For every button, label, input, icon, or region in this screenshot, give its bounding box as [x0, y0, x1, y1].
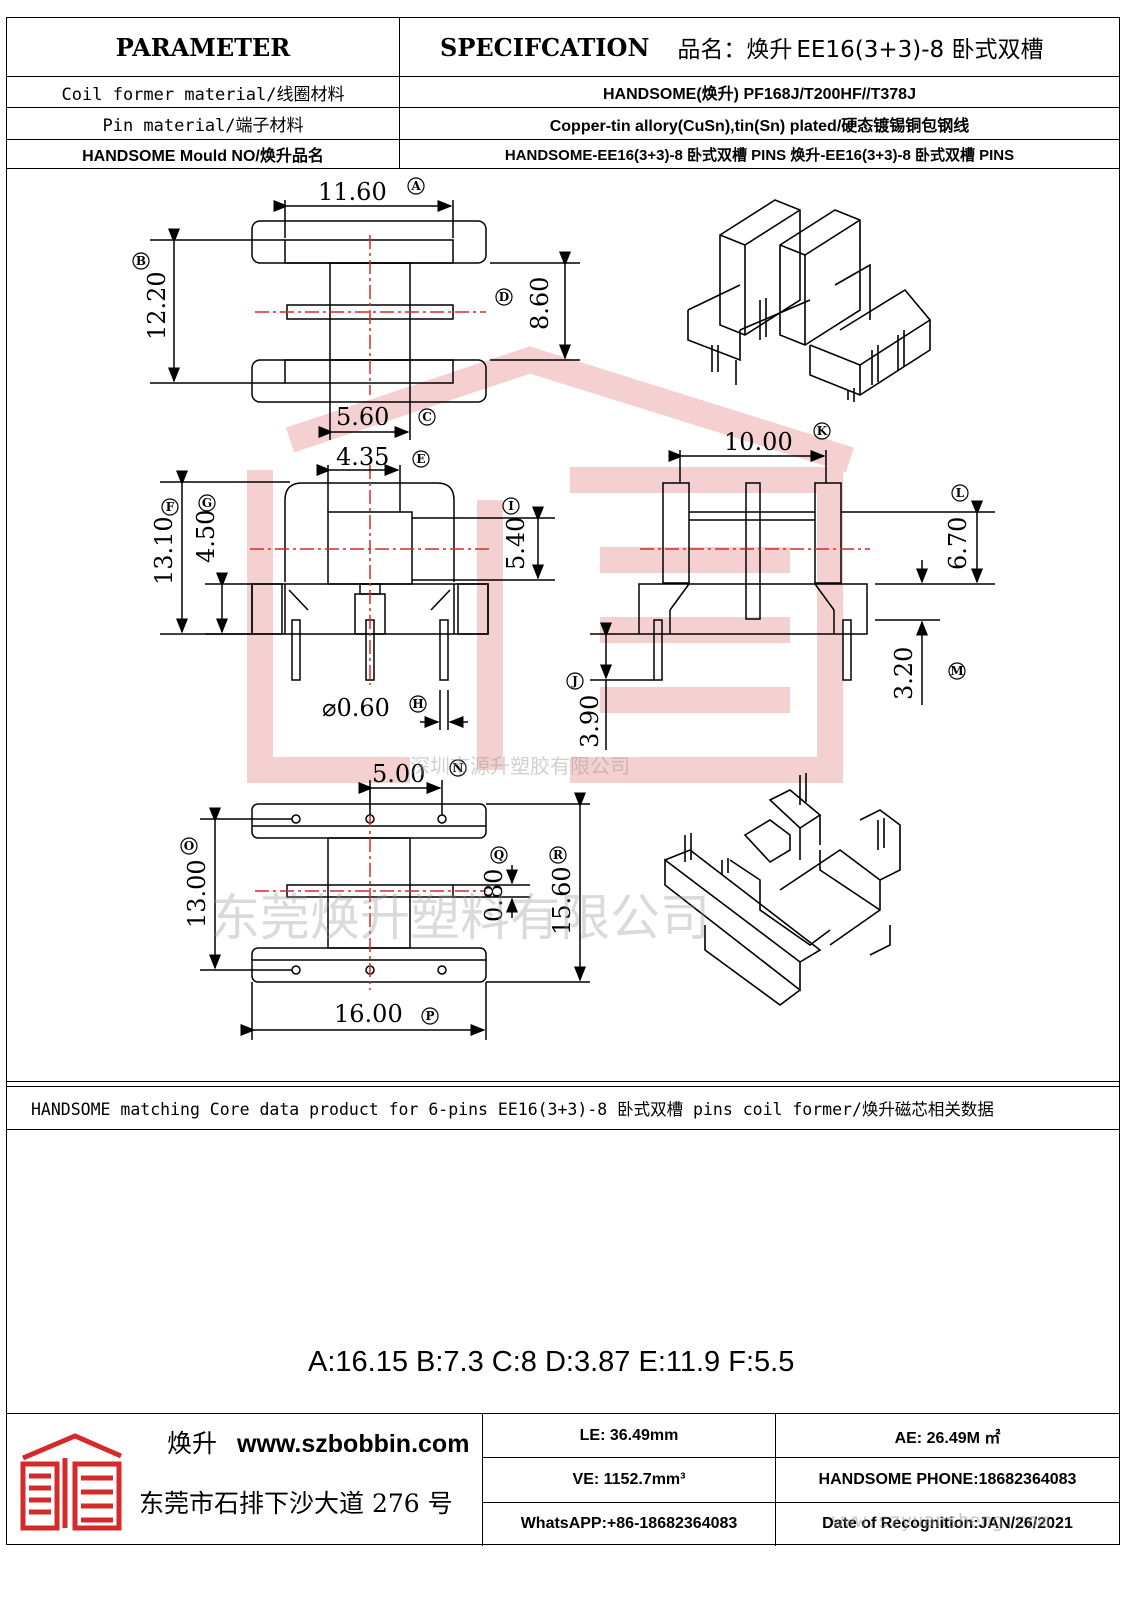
- specification-header: SPECIFCATION 品名：焕升 EE16(3+3)-8 卧式双槽: [400, 18, 1119, 76]
- param-value: HANDSOME-EE16(3+3)-8 卧式双槽 PINS 焕升-EE16(3…: [504, 146, 1015, 164]
- dim-value-g: 4.50: [192, 510, 220, 563]
- watermark-company-large: 东莞焕升塑料有限公司: [210, 889, 710, 947]
- header-row: PARAMETER SPECIFCATION 品名：焕升 EE16(3+3)-8…: [7, 18, 1119, 77]
- dim-value-o: 13.00: [183, 859, 211, 928]
- dim-value-a: 11.60: [318, 178, 387, 206]
- dim-label-o: O: [184, 839, 194, 853]
- ve-value: VE: 1152.7mm³: [572, 1471, 686, 1488]
- dim-value-m: 3.20: [890, 647, 918, 700]
- dim-value-i: 5.40: [502, 517, 530, 570]
- background-logo-watermark: [247, 346, 854, 783]
- footer-divider-h2: [482, 1502, 1119, 1503]
- dim-value-h: ⌀0.60: [322, 694, 390, 722]
- footer-address: 东莞市石排下沙大道 276 号: [139, 1489, 453, 1518]
- whatsapp-value: WhatsAPP:+86-18682364083: [520, 1515, 738, 1532]
- product-name: EE16(3+3)-8 卧式双槽: [796, 37, 1044, 63]
- footer-divider-h1: [482, 1457, 1119, 1458]
- bottom-view-drawing: [251, 788, 487, 990]
- dim-value-r: 15.60: [548, 866, 576, 935]
- param-value: HANDSOME(焕升) PF168J/T200HF//T378J: [603, 86, 916, 103]
- ae-value: AE: 26.49M ㎡: [894, 1429, 1001, 1447]
- parameter-header: PARAMETER: [7, 18, 400, 76]
- dim-value-j: 3.90: [576, 695, 604, 748]
- dim-value-f: 13.10: [150, 516, 178, 585]
- footer-website[interactable]: www.szbobbin.com: [237, 1430, 470, 1458]
- side-view-drawing: [638, 482, 870, 681]
- dim-label-h: H: [412, 697, 423, 711]
- dim-label-j: J: [571, 674, 578, 688]
- core-section-title: HANDSOME matching Core data product for …: [31, 1100, 994, 1119]
- technical-drawing: 11.60 12.20 8.60 5.60 4.35 13.10 4.50 5.…: [132, 177, 995, 1040]
- dim-value-k: 10.00: [724, 428, 793, 456]
- dim-label-m: M: [950, 664, 963, 678]
- footer-divider-v2: [775, 1414, 776, 1546]
- top-view-drawing: [251, 220, 487, 403]
- footer-brand-line: 焕升 www.szbobbin.com: [167, 1424, 469, 1460]
- dim-label-b: B: [136, 254, 146, 268]
- watermark-company-small: 深圳市源升塑胶有限公司: [410, 754, 630, 778]
- core-values: A:16.15 B:7.3 C:8 D:3.87 E:11.9 F:5.5: [308, 1346, 795, 1378]
- dim-value-n: 5.00: [372, 760, 425, 788]
- watermark-website: www.szyuansheng.com: [832, 1510, 1050, 1532]
- dim-value-e: 4.35: [336, 443, 389, 471]
- front-view-drawing: [250, 465, 490, 685]
- phone-value: HANDSOME PHONE:18682364083: [818, 1471, 1077, 1488]
- param-value: Copper-tin allory(CuSn),tin(Sn) plated/硬…: [549, 117, 970, 135]
- dim-label-i: I: [508, 499, 514, 513]
- dim-value-b: 12.20: [143, 271, 171, 340]
- dim-label-l: L: [956, 486, 965, 500]
- isometric-view-top: [687, 199, 932, 402]
- footer-divider-v1: [482, 1414, 483, 1546]
- param-row-coil-material: Coil former material/线圈材料 HANDSOME(焕升) P…: [7, 77, 1119, 108]
- param-label: Pin material/端子材料: [7, 108, 400, 139]
- dim-value-c: 5.60: [336, 403, 389, 431]
- product-prefix: 品名：焕升: [677, 37, 793, 63]
- dim-label-e: E: [416, 452, 425, 466]
- dim-label-c: C: [422, 410, 432, 424]
- dim-label-a: A: [410, 179, 421, 193]
- dim-label-r: R: [553, 848, 564, 862]
- footer: 焕升 www.szbobbin.com 东莞市石排下沙大道 276 号 LE: …: [7, 1413, 1119, 1546]
- spec-sheet: PARAMETER SPECIFCATION 品名：焕升 EE16(3+3)-8…: [6, 17, 1120, 1546]
- dim-label-q: Q: [494, 848, 504, 862]
- dim-label-p: P: [425, 1009, 434, 1023]
- le-value: LE: 36.49mm: [579, 1426, 679, 1444]
- drawing-area-bottom-border: [7, 1081, 1119, 1082]
- dim-label-d: D: [499, 290, 509, 304]
- param-label: HANDSOME Mould NO/焕升品名: [7, 140, 400, 168]
- param-row-mould-no: HANDSOME Mould NO/焕升品名 HANDSOME-EE16(3+3…: [7, 140, 1119, 169]
- dim-value-d: 8.60: [526, 277, 554, 330]
- dim-label-k: K: [817, 424, 828, 438]
- param-label: Coil former material/线圈材料: [7, 77, 400, 107]
- dim-value-l: 6.70: [944, 517, 972, 570]
- dim-label-g: G: [202, 496, 212, 510]
- company-logo-icon: [20, 1433, 122, 1531]
- dim-value-p: 16.00: [334, 1000, 403, 1028]
- dim-value-q: 0.80: [480, 869, 508, 922]
- dim-label-f: F: [166, 500, 175, 514]
- core-section-title-row: HANDSOME matching Core data product for …: [7, 1086, 1119, 1130]
- isometric-view-bottom: [664, 773, 901, 1006]
- param-row-pin-material: Pin material/端子材料 Copper-tin allory(CuSn…: [7, 108, 1119, 140]
- dim-label-n: N: [453, 761, 464, 775]
- footer-brand: 焕升: [167, 1429, 218, 1458]
- date-value: Date of Recognition:JAN/26/2021: [822, 1515, 1073, 1532]
- spec-label: SPECIFCATION: [440, 32, 650, 62]
